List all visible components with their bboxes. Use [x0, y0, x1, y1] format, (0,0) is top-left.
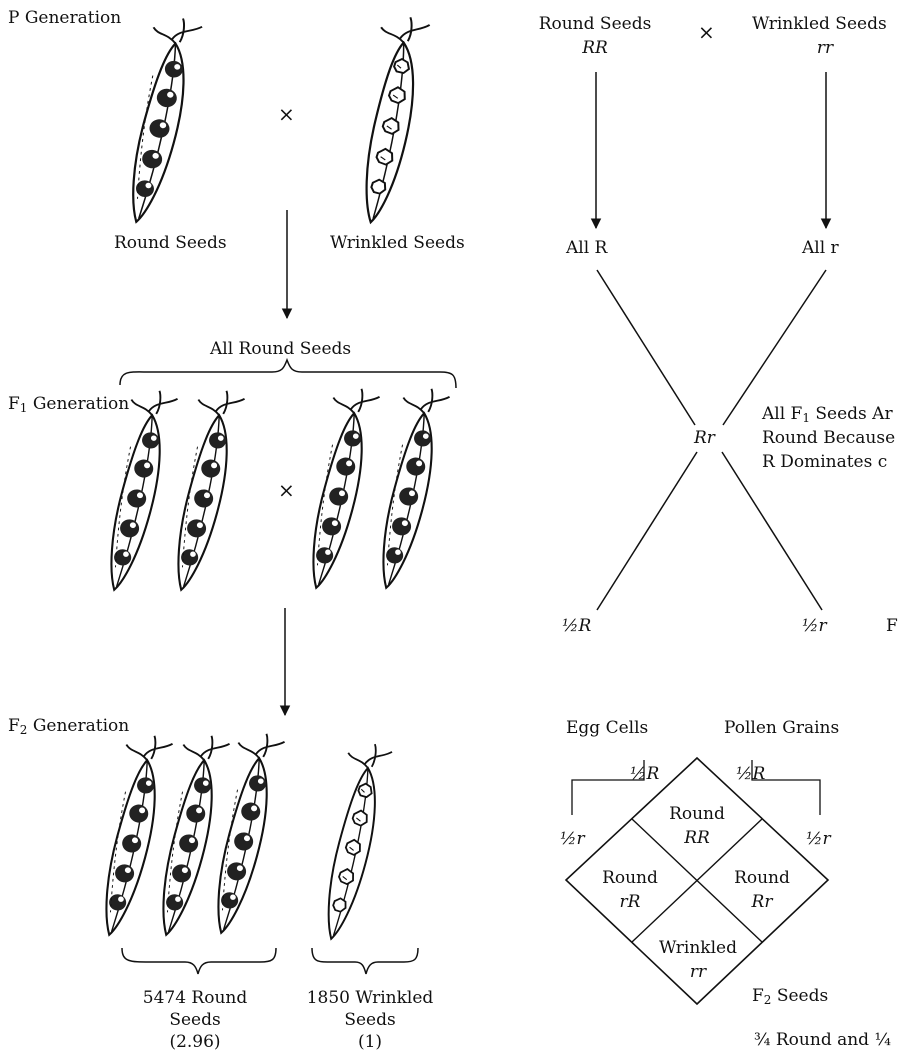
- p-generation-label: P Generation: [8, 8, 121, 28]
- f1-pod-3: [307, 385, 380, 593]
- f1-note-line2: Round Because: [762, 428, 895, 448]
- p-pod-wrinkled: [361, 14, 430, 226]
- f2-pod-wrinkled: [322, 741, 392, 944]
- all-R-label: All R: [566, 238, 607, 258]
- round-ratio: (2.96): [120, 1032, 270, 1052]
- cell-bottom-label: Wrinkled: [643, 938, 753, 958]
- cell-right-label: Round: [712, 868, 812, 888]
- all-round-seeds-label: All Round Seeds: [210, 339, 351, 359]
- f2-generation-label: F2 Generation: [8, 716, 129, 736]
- p-pod-round: [126, 15, 202, 228]
- p-wrinkled-seeds-label: Wrinkled Seeds: [330, 233, 465, 253]
- f1-pod-2: [172, 387, 245, 595]
- cell-left-label: Round: [580, 868, 680, 888]
- round-count-line1: 5474 Round: [120, 988, 270, 1008]
- r-cross-symbol: ×: [698, 22, 715, 42]
- cell-left-genotype: rR: [580, 892, 680, 912]
- cell-right-genotype: Rr: [712, 892, 812, 912]
- cell-bottom-genotype: rr: [643, 962, 753, 982]
- egg-half-R: ½R: [630, 764, 659, 784]
- ratio-note: ¾ Round and ¼: [754, 1030, 891, 1050]
- r-rr-genotype: rr: [790, 38, 860, 58]
- f1-pod-1: [105, 387, 178, 595]
- hybrid-Rr-label: Rr: [694, 428, 715, 448]
- gamete-half-r: ½r: [802, 616, 827, 636]
- wrinkled-count-line1: 1850 Wrinkled: [290, 988, 450, 1008]
- f1-note-line3: R Dominates c: [762, 452, 887, 472]
- pollen-half-R: ½R: [736, 764, 765, 784]
- f1-generation-label: F1 Generation: [8, 394, 129, 414]
- f2-seeds-label: F2 Seeds: [752, 986, 828, 1006]
- r-round-seeds-label: Round Seeds: [520, 14, 670, 34]
- p-cross-symbol: ×: [278, 104, 295, 124]
- gamete-half-R: ½R: [562, 616, 591, 636]
- pollen-grains-label: Pollen Grains: [724, 718, 839, 738]
- p-round-seeds-label: Round Seeds: [114, 233, 227, 253]
- all-r-label: All r: [802, 238, 839, 258]
- pollen-half-r: ½r: [806, 829, 831, 849]
- r-RR-genotype: RR: [520, 38, 670, 58]
- f1-note-line1: All F1 Seeds Ar: [762, 404, 893, 424]
- r-wrinkled-seeds-label: Wrinkled Seeds: [752, 14, 887, 34]
- egg-cells-label: Egg Cells: [566, 718, 648, 738]
- truncated-F-label: F: [886, 616, 898, 636]
- round-count-line2: Seeds: [120, 1010, 270, 1030]
- wrinkled-ratio: (1): [290, 1032, 450, 1052]
- cell-top-label: Round: [647, 804, 747, 824]
- f1-cross-symbol: ×: [278, 480, 295, 500]
- f1-pod-4: [377, 385, 450, 593]
- cell-top-genotype: RR: [647, 828, 747, 848]
- f2-pod-1: [100, 732, 173, 940]
- f2-pod-3: [212, 730, 285, 938]
- wrinkled-count-line2: Seeds: [290, 1010, 450, 1030]
- egg-half-r: ½r: [560, 829, 585, 849]
